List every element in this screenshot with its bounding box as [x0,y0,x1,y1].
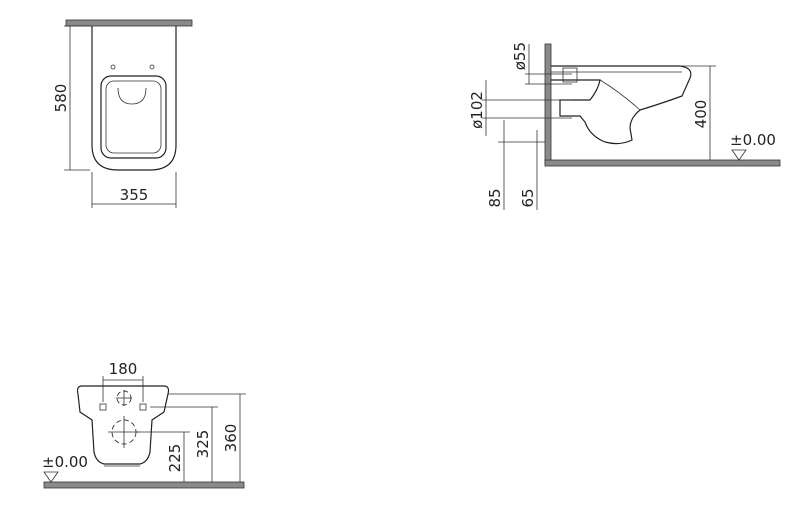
dim-400-label: 400 [692,100,710,129]
side-view-floor [544,159,781,167]
front-view-floor [43,481,245,489]
top-view: 580 355 [52,19,193,208]
top-view-hinge [117,87,147,105]
front-floor-marker-icon [43,471,59,483]
front-view-bolt-left [99,403,107,411]
side-view-inlet [562,67,578,83]
dim-360-label: 360 [222,424,240,453]
dim-85-label: 85 [486,188,504,207]
front-view-bolt-right [139,403,147,411]
front-view: 180 225 325 360 ±0.00 [42,360,246,489]
front-floor-level-label: ±0.00 [42,453,88,471]
top-view-seat-inner [105,80,162,154]
side-view-bowl-inner [599,79,641,111]
dim-102-label: ø102 [468,91,486,129]
front-view-bowl [76,385,170,465]
side-view: ø55 ø102 85 65 400 ±0.00 [468,42,781,210]
side-view-wall [544,43,552,165]
dim-55-label: ø55 [511,42,529,70]
dim-180-label: 180 [109,360,138,378]
side-floor-level-label: ±0.00 [730,131,776,149]
dim-225-label: 225 [166,444,184,473]
side-view-bowl [551,65,692,145]
dim-65-label: 65 [519,188,537,207]
top-view-bolt-hole-left [110,64,116,70]
dim-325-label: 325 [194,430,212,459]
top-view-bolt-hole-right [149,64,155,70]
dim-580-label: 580 [52,84,70,113]
dim-355-label: 355 [120,186,149,204]
top-view-wall [65,19,193,27]
top-view-bowl-outline [91,26,177,171]
top-view-seat [100,75,167,159]
floor-marker-icon [731,149,747,161]
